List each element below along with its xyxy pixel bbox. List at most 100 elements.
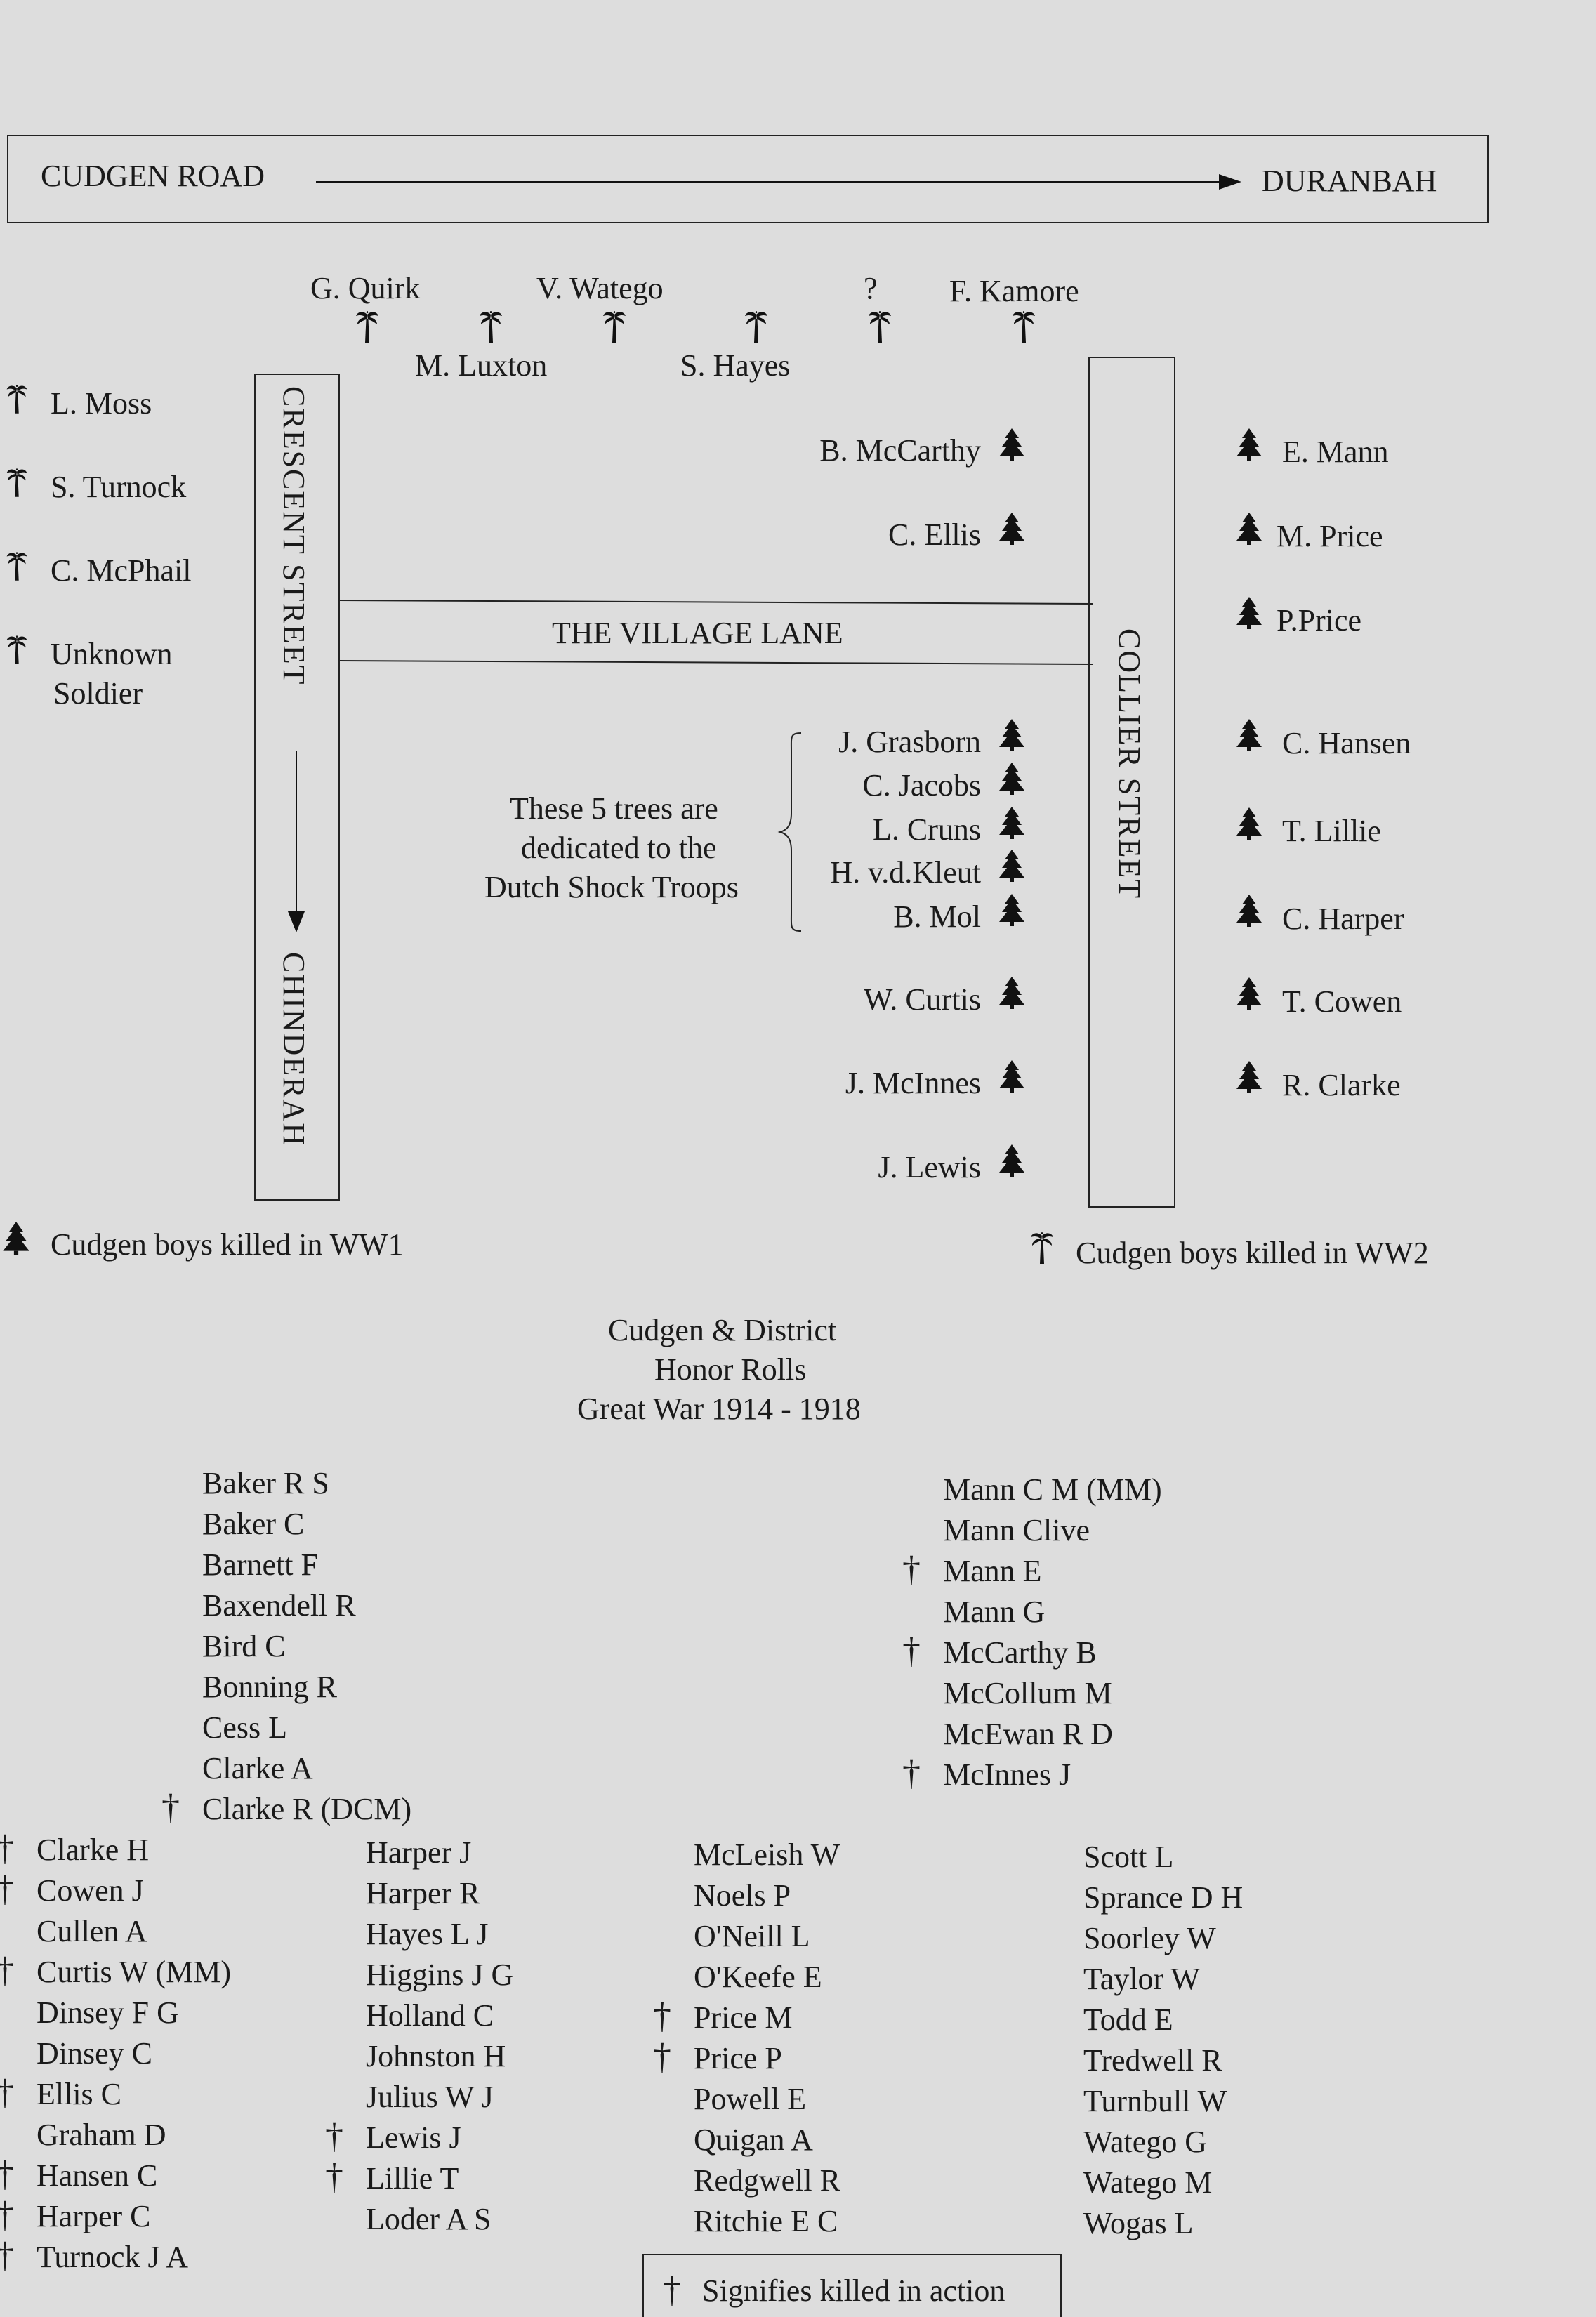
killed-cross-icon: † xyxy=(902,1550,921,1590)
killed-cross-icon: † xyxy=(653,2037,671,2077)
roll-entry: Watego M xyxy=(1083,2167,1212,2198)
roll-entry: Bonning R xyxy=(202,1672,337,1703)
roll-name: Johnston H xyxy=(366,2039,506,2073)
pine-tree-icon xyxy=(998,427,1026,462)
pine-tree-icon xyxy=(998,1059,1026,1094)
footnote-text: Signifies killed in action xyxy=(702,2273,1005,2308)
pine-tree-icon xyxy=(1235,595,1263,631)
roll-name: Bird C xyxy=(202,1629,286,1663)
tree-label-right-1: E. Mann xyxy=(1282,435,1389,469)
palm-tree-icon xyxy=(477,309,505,344)
killed-cross-icon: † xyxy=(0,2156,14,2193)
tree-label-left-3: C. McPhail xyxy=(51,553,192,588)
roll-entry: †Hansen C xyxy=(0,2156,157,2193)
roll-entry: Bird C xyxy=(202,1631,286,1662)
road-label-end: DURANBAH xyxy=(1262,164,1437,198)
crescent-arrow xyxy=(288,751,305,932)
pine-tree-icon xyxy=(1235,1060,1263,1095)
roll-name: Dinsey C xyxy=(37,2036,152,2071)
pine-tree-icon xyxy=(1235,893,1263,928)
killed-cross-icon: † xyxy=(0,1953,14,1989)
roll-name: Clarke H xyxy=(37,1833,150,1867)
pine-tree-icon xyxy=(998,805,1026,840)
tree-label-inner-1: B. McCarthy xyxy=(819,433,981,468)
roll-name: Powell E xyxy=(694,2082,807,2116)
palm-tree-icon xyxy=(4,633,29,666)
pine-tree-icon xyxy=(1235,511,1263,546)
palm-tree-icon xyxy=(742,309,770,344)
killed-cross-icon: † xyxy=(0,1871,14,1908)
pine-tree-icon xyxy=(998,761,1026,796)
roll-name: Ellis C xyxy=(37,2077,122,2111)
pine-tree-icon xyxy=(998,892,1026,928)
tree-label-dutch-3: L. Cruns xyxy=(873,812,981,847)
roll-name: Taylor W xyxy=(1083,1962,1200,1996)
palm-tree-icon xyxy=(1010,309,1038,344)
roll-entry: Cullen A xyxy=(37,1916,147,1947)
roll-name: Ritchie E C xyxy=(694,2204,838,2238)
pine-tree-icon xyxy=(1235,427,1263,462)
roll-entry: Mann G xyxy=(943,1597,1045,1628)
collier-street xyxy=(1088,357,1175,1208)
roll-entry: Dinsey C xyxy=(37,2038,152,2069)
roll-entry: Ritchie E C xyxy=(694,2206,838,2237)
killed-cross-icon: † xyxy=(0,2075,14,2111)
roll-name: Price P xyxy=(694,2041,782,2075)
footnote-box xyxy=(642,2254,1062,2317)
tree-label-top-3: V. Watego xyxy=(536,271,664,305)
tree-label-top-1: G. Quirk xyxy=(310,271,421,305)
roll-entry: † Curtis W (MM) xyxy=(0,1953,232,1989)
roll-entry: † Ellis C xyxy=(0,2075,122,2111)
tree-label-inner-2: C. Ellis xyxy=(888,517,981,552)
tree-label-right-3: P.Price xyxy=(1277,603,1361,638)
roll-name: Wogas L xyxy=(1083,2206,1194,2240)
roll-name: Watego M xyxy=(1083,2165,1213,2200)
legend-ww1: Cudgen boys killed in WW1 xyxy=(51,1227,404,1262)
roll-entry: Mann Clive xyxy=(943,1515,1090,1546)
pine-tree-icon xyxy=(998,848,1026,883)
collier-street-label: COLLIER STREET xyxy=(1112,628,1147,900)
killed-cross-icon: † xyxy=(325,2116,343,2156)
roll-name: Price M xyxy=(694,2000,793,2035)
roll-name: Curtis W (MM) xyxy=(37,1955,232,1989)
roll-entry: Powell E xyxy=(694,2084,806,2115)
palm-tree-icon xyxy=(4,383,29,415)
roll-name: McEwan R D xyxy=(943,1717,1113,1751)
killed-cross-icon: † xyxy=(161,1788,180,1828)
roll-name: Redgwell R xyxy=(694,2163,840,2198)
tree-label-inner-4: J. McInnes xyxy=(845,1066,981,1100)
roll-name: Harper R xyxy=(366,1876,480,1910)
dutch-brace xyxy=(777,732,802,932)
dutch-note-1: These 5 trees are xyxy=(510,791,718,826)
roll-name: Mann Clive xyxy=(943,1513,1090,1547)
roll-entry: Sprance D H xyxy=(1083,1882,1243,1913)
footnote-cross-icon: † xyxy=(663,2270,681,2310)
roll-entry: Dinsey F G xyxy=(37,1998,179,2028)
pine-tree-icon xyxy=(998,975,1026,1010)
roll-entry: Todd E xyxy=(1083,2005,1173,2035)
roll-name: Watego G xyxy=(1083,2125,1208,2159)
roll-entry: †Clarke H xyxy=(0,1830,150,1867)
roll-name: Dinsey F G xyxy=(37,1995,179,2030)
roll-name: Harper J xyxy=(366,1835,472,1870)
roll-entry: †McCarthy B xyxy=(902,1633,1097,1670)
killed-cross-icon: † xyxy=(0,2197,14,2233)
chinderah-label: CHINDERAH xyxy=(277,952,311,1147)
killed-cross-icon: † xyxy=(0,2238,14,2274)
roll-entry: †Cowen J xyxy=(0,1871,144,1908)
palm-tree-icon xyxy=(866,309,894,344)
tree-label-dutch-4: H. v.d.Kleut xyxy=(830,855,981,890)
tree-label-right-6: C. Harper xyxy=(1282,902,1404,936)
pine-tree-icon xyxy=(998,718,1026,753)
roll-entry: Turnbull W xyxy=(1083,2086,1227,2117)
roll-entry: McCollum M xyxy=(943,1678,1112,1709)
roll-name: Noels P xyxy=(694,1878,791,1913)
roll-name: Turnock J A xyxy=(37,2240,188,2274)
roll-entry: Hayes L J xyxy=(366,1919,488,1950)
tree-label-dutch-2: C. Jacobs xyxy=(862,768,981,803)
roll-name: Todd E xyxy=(1083,2002,1173,2037)
palm-tree-icon xyxy=(4,550,29,582)
roll-name: Turnbull W xyxy=(1083,2084,1227,2118)
roll-entry: †Lillie T xyxy=(325,2159,459,2196)
roll-name: McInnes J xyxy=(943,1757,1071,1792)
